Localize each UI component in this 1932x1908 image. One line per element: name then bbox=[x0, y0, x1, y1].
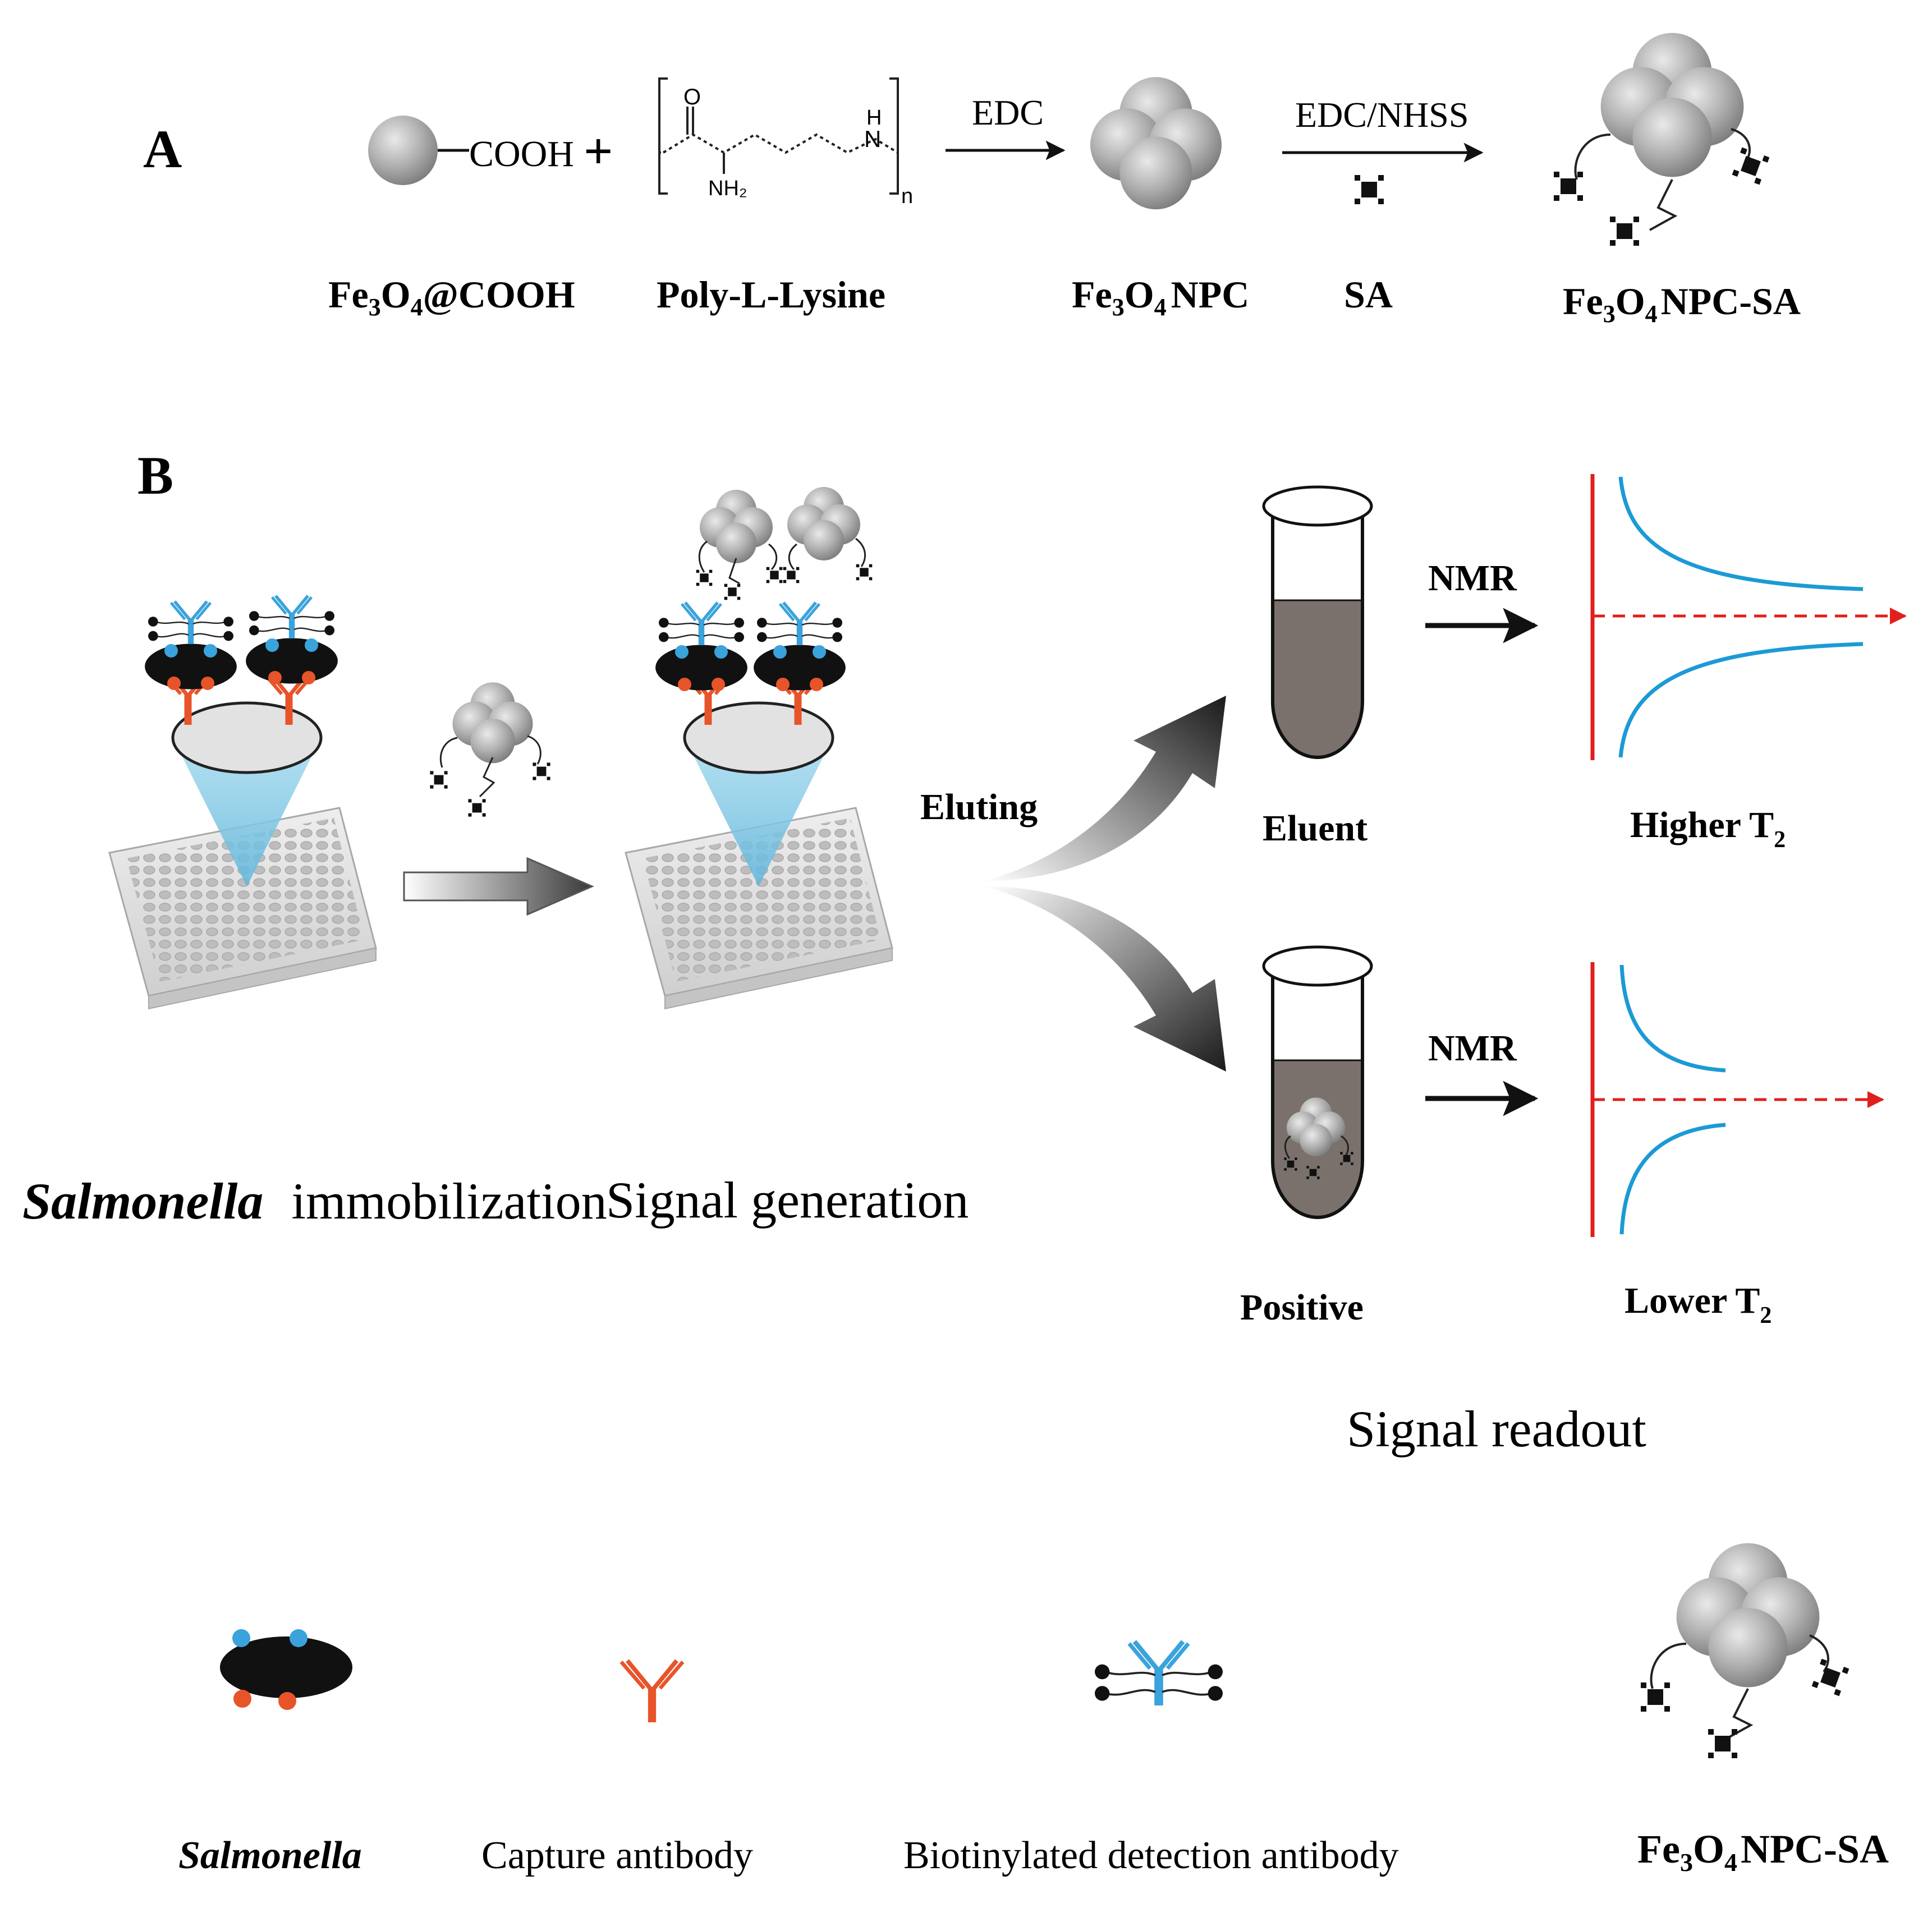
legend-detection-antibody-label: Biotinylated detection antibody bbox=[903, 1834, 1399, 1877]
struct-nh2: NH₂ bbox=[708, 177, 747, 200]
legend-capture-antibody-icon bbox=[621, 1661, 683, 1722]
positive-label: Positive bbox=[1240, 1287, 1364, 1328]
sa-icon bbox=[1355, 175, 1384, 204]
lower-t2-label: Lower T2 bbox=[1624, 1280, 1772, 1328]
legend-capture-antibody-label: Capture antibody bbox=[481, 1834, 753, 1877]
plus-sign: + bbox=[584, 122, 613, 180]
legend-npc-sa-icon bbox=[1641, 1543, 1850, 1758]
nmr-top-label: NMR bbox=[1428, 558, 1517, 599]
cooh-group-label: COOH bbox=[469, 134, 574, 174]
legend-detection-antibody-icon bbox=[1095, 1642, 1223, 1705]
label-poly-lysine: Poly-L-Lysine bbox=[657, 273, 885, 316]
panel-a-letter: A bbox=[143, 119, 182, 179]
fe3o4-cooh-particle bbox=[368, 116, 469, 185]
eluent-label: Eluent bbox=[1263, 808, 1367, 849]
nmr-bottom-label: NMR bbox=[1428, 1028, 1517, 1069]
microplate-left bbox=[108, 807, 377, 1010]
eluent-tube bbox=[1262, 485, 1373, 759]
struct-hydrogen: H bbox=[866, 106, 882, 130]
microplate-right bbox=[625, 807, 893, 1010]
poly-lysine-structure bbox=[658, 77, 899, 195]
struct-oxygen: O bbox=[683, 85, 701, 109]
immobilized-salmonella-left bbox=[145, 596, 338, 725]
legend-salmonella-icon bbox=[220, 1629, 352, 1710]
legend-salmonella-label: Salmonella bbox=[178, 1834, 362, 1877]
positive-tube bbox=[1262, 945, 1373, 1219]
curved-arrow-up bbox=[985, 696, 1226, 881]
pipette-tip-left bbox=[171, 701, 323, 886]
fe3o4-npc-sa-cluster bbox=[1554, 33, 1770, 246]
nmr-plot-lower bbox=[1590, 962, 1884, 1237]
panel-b-letter: B bbox=[137, 445, 173, 505]
step-signal-readout-label: Signal readout bbox=[1347, 1400, 1646, 1458]
legend-npc-sa-label: Fe3O4NPC-SA bbox=[1637, 1827, 1889, 1877]
curved-arrow-down bbox=[985, 886, 1226, 1072]
step-signal-generation-label: Signal generation bbox=[606, 1171, 969, 1229]
reagent-npc-sa-cluster bbox=[430, 682, 550, 817]
higher-t2-label: Higher T2 bbox=[1630, 804, 1786, 853]
label-fe3o4-npc-sa: Fe3O4NPC-SA bbox=[1563, 280, 1801, 328]
sandwich-complex-right bbox=[655, 487, 873, 725]
edc-arrow-label: EDC bbox=[972, 93, 1044, 132]
process-arrow bbox=[403, 857, 594, 916]
struct-nitrogen: N bbox=[864, 126, 881, 152]
struct-subscript-n: n bbox=[901, 185, 913, 208]
nmr-plot-higher bbox=[1590, 474, 1907, 760]
edc-nhss-arrow-label: EDC/NHSS bbox=[1295, 95, 1468, 135]
fe3o4-npc-cluster bbox=[1090, 77, 1222, 210]
label-sa: SA bbox=[1344, 273, 1393, 316]
label-fe3o4-cooh: Fe3O4@COOH bbox=[328, 273, 575, 321]
eluting-label: Eluting bbox=[920, 787, 1038, 827]
